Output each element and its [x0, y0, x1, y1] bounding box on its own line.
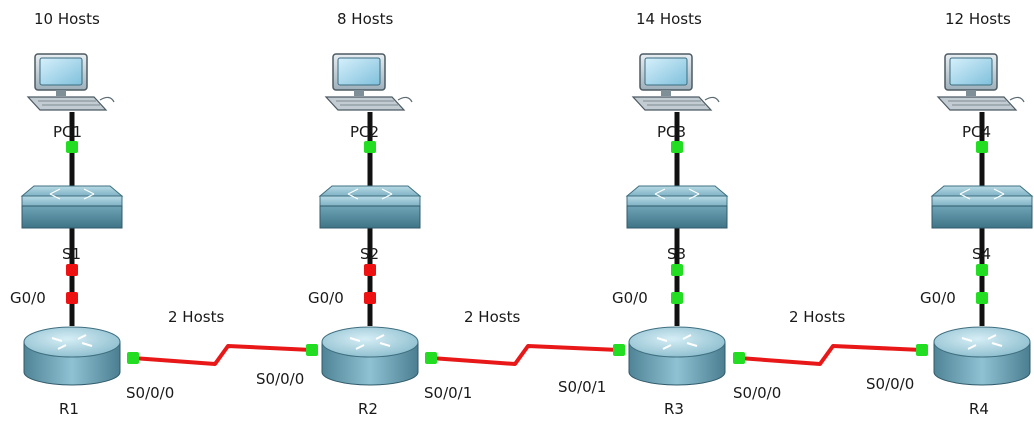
- port-label-r1-s000: S0/0/0: [126, 384, 174, 402]
- port-label-r3-s000: S0/0/0: [733, 384, 781, 402]
- port-label-r4-s000: S0/0/0: [866, 375, 914, 393]
- link-light-s1-bottom: [66, 292, 78, 304]
- link-light-r3-s001: [613, 344, 625, 356]
- wan-cable-r1-r2[interactable]: [132, 344, 313, 366]
- port-label-r1-g00: G0/0: [10, 289, 46, 307]
- switch-icon[interactable]: [625, 185, 729, 229]
- device-label-r2: R2: [358, 400, 378, 418]
- link-light-pc3: [671, 141, 683, 153]
- port-label-r2-s001: S0/0/1: [424, 384, 472, 402]
- link-light-s2-top: [364, 264, 376, 276]
- router-icon[interactable]: [628, 326, 726, 386]
- wan-links: [132, 344, 923, 366]
- wan-hosts-label-1: 2 Hosts: [168, 308, 224, 326]
- port-label-r2-s000: S0/0/0: [256, 370, 304, 388]
- device-label-pc4: PC4: [962, 123, 991, 141]
- pc-icon[interactable]: [631, 53, 720, 111]
- hosts-label-pc3: 14 Hosts: [636, 10, 702, 28]
- port-label-r3-g00: G0/0: [612, 289, 648, 307]
- device-label-s1: S1: [62, 245, 81, 263]
- pc-icon[interactable]: [936, 53, 1025, 111]
- device-label-s3: S3: [667, 245, 686, 263]
- wan-hosts-label-3: 2 Hosts: [789, 308, 845, 326]
- switch-icon[interactable]: [930, 185, 1034, 229]
- wan-hosts-label-2: 2 Hosts: [464, 308, 520, 326]
- link-light-s3-top: [671, 264, 683, 276]
- router-icon[interactable]: [933, 326, 1031, 386]
- pc-icon[interactable]: [324, 53, 413, 111]
- link-light-pc2: [364, 141, 376, 153]
- switch-icon[interactable]: [318, 185, 422, 229]
- device-label-r3: R3: [664, 400, 684, 418]
- column-1: [20, 53, 124, 386]
- hosts-label-pc2: 8 Hosts: [337, 10, 393, 28]
- link-light-r4-s000: [916, 344, 928, 356]
- link-light-s3-bottom: [671, 292, 683, 304]
- port-label-r4-g00: G0/0: [920, 289, 956, 307]
- link-light-s4-top: [976, 264, 988, 276]
- link-light-r2-s000: [306, 344, 318, 356]
- device-label-s4: S4: [972, 245, 991, 263]
- device-label-pc2: PC2: [350, 123, 379, 141]
- link-light-r2-s001: [425, 352, 437, 364]
- labels: 10 Hosts 8 Hosts 14 Hosts 12 Hosts PC1 P…: [10, 10, 1011, 418]
- link-light-s4-bottom: [976, 292, 988, 304]
- link-light-r3-s000: [733, 352, 745, 364]
- device-label-r4: R4: [969, 400, 989, 418]
- column-3: [625, 53, 729, 386]
- hosts-label-pc1: 10 Hosts: [34, 10, 100, 28]
- wan-cable-r3-r4[interactable]: [738, 344, 923, 366]
- device-label-pc1: PC1: [53, 123, 82, 141]
- link-indicators: [66, 141, 988, 364]
- link-light-r1-s000: [127, 352, 139, 364]
- link-light-s2-bottom: [364, 292, 376, 304]
- port-label-r2-g00: G0/0: [308, 289, 344, 307]
- hosts-label-pc4: 12 Hosts: [945, 10, 1011, 28]
- column-4: [930, 53, 1034, 386]
- device-label-r1: R1: [59, 400, 79, 418]
- link-light-s1-top: [66, 264, 78, 276]
- switch-icon[interactable]: [20, 185, 124, 229]
- column-2: [318, 53, 422, 386]
- device-label-s2: S2: [360, 245, 379, 263]
- router-icon[interactable]: [23, 326, 121, 386]
- link-light-pc1: [66, 141, 78, 153]
- router-icon[interactable]: [321, 326, 419, 386]
- device-label-pc3: PC3: [657, 123, 686, 141]
- pc-icon[interactable]: [26, 53, 115, 111]
- link-light-pc4: [976, 141, 988, 153]
- port-label-r3-s001: S0/0/1: [558, 378, 606, 396]
- wan-cable-r2-r3[interactable]: [430, 344, 620, 366]
